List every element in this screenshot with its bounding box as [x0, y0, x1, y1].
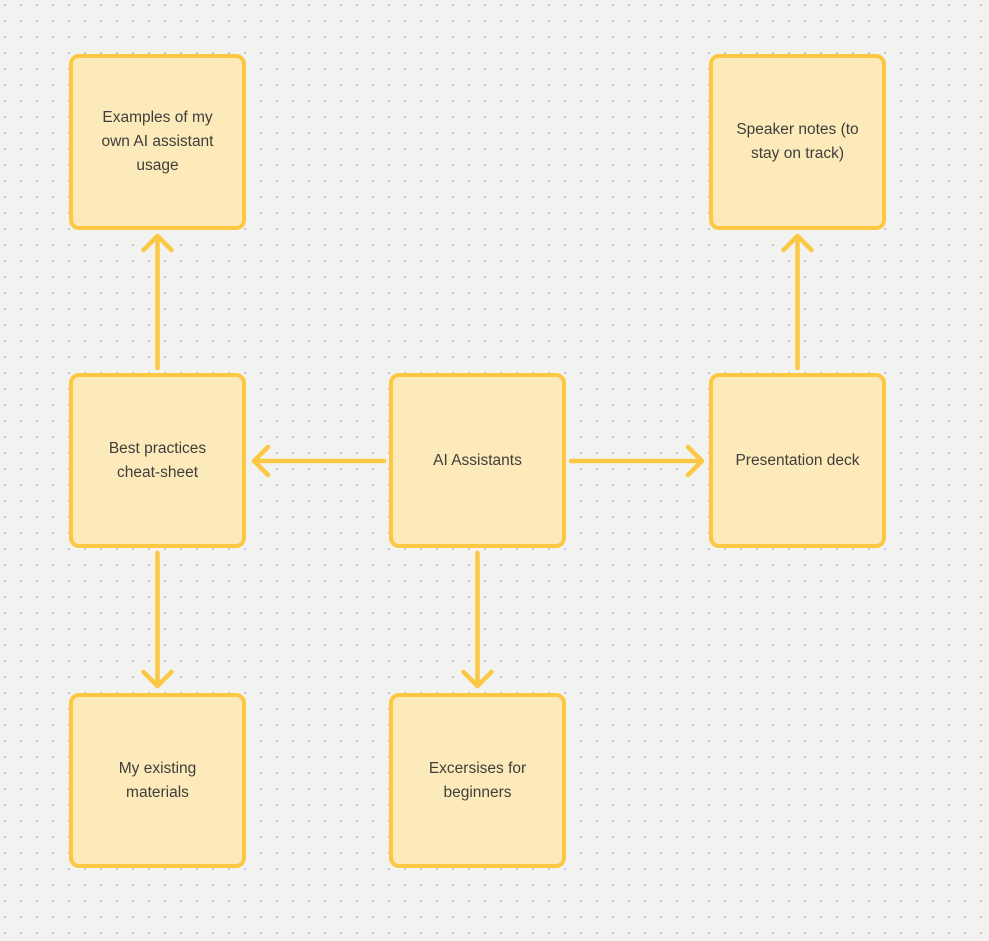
sticky-note-label: My existing materials	[118, 759, 197, 801]
sticky-note-label: Examples of my own AI assistant usage	[101, 109, 214, 174]
sticky-note-exercises[interactable]: Excersises for beginners	[389, 693, 566, 868]
sticky-note-speaker-notes[interactable]: Speaker notes (to stay on track)	[709, 54, 886, 230]
arrow-ai-to-best-practices[interactable]	[251, 444, 387, 478]
sticky-note-label: Best practices cheat-sheet	[108, 439, 207, 481]
sticky-note-existing-materials[interactable]: My existing materials	[69, 693, 246, 868]
sticky-note-label: Presentation deck	[735, 451, 860, 469]
sticky-note-label: AI Assistants	[433, 451, 522, 469]
sticky-note-label: Speaker notes (to stay on track)	[736, 121, 859, 162]
sticky-note-examples[interactable]: Examples of my own AI assistant usage	[69, 54, 246, 230]
arrow-ai-to-presentation-deck[interactable]	[568, 444, 705, 478]
sticky-note-best-practices[interactable]: Best practices cheat-sheet	[69, 373, 246, 548]
sticky-note-presentation-deck[interactable]: Presentation deck	[709, 373, 886, 548]
arrow-best-practices-to-examples[interactable]	[141, 233, 174, 371]
arrow-ai-to-exercises[interactable]	[461, 550, 494, 689]
arrow-best-practices-to-existing-materials[interactable]	[141, 550, 174, 689]
sticky-note-ai-assistants[interactable]: AI Assistants	[389, 373, 566, 548]
sticky-note-label: Excersises for beginners	[428, 759, 527, 801]
arrow-presentation-deck-to-speaker-notes[interactable]	[781, 233, 814, 371]
